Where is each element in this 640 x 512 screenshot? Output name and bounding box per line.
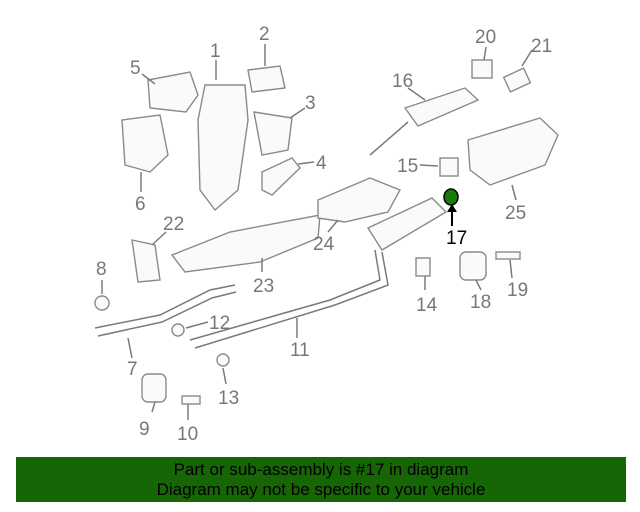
part-info-banner: Part or sub-assembly is #17 in diagram D… xyxy=(16,457,626,502)
label-2[interactable]: 2 xyxy=(259,24,270,45)
label-24[interactable]: 24 xyxy=(313,234,335,255)
part-21 xyxy=(502,67,532,93)
label-19[interactable]: 19 xyxy=(507,280,528,301)
leader-lines xyxy=(101,44,533,420)
label-1[interactable]: 1 xyxy=(210,41,221,62)
banner-line-1: Part or sub-assembly is #17 in diagram xyxy=(173,460,469,479)
label-4[interactable]: 4 xyxy=(316,153,327,174)
part-15 xyxy=(439,157,459,177)
label-7[interactable]: 7 xyxy=(127,359,138,380)
part-shapes xyxy=(94,59,559,405)
part-4 xyxy=(261,157,301,196)
part-24 xyxy=(317,177,401,223)
part-18 xyxy=(459,251,487,281)
label-18[interactable]: 18 xyxy=(470,292,491,313)
label-21[interactable]: 21 xyxy=(531,36,552,57)
part-10 xyxy=(181,395,201,405)
label-14[interactable]: 14 xyxy=(416,295,438,316)
label-6[interactable]: 6 xyxy=(135,194,146,215)
part-labels: 1 2 3 4 5 6 7 8 9 10 11 12 13 14 15 16 1… xyxy=(96,24,552,445)
part-5 xyxy=(147,71,199,113)
label-8[interactable]: 8 xyxy=(96,259,107,280)
part-19 xyxy=(495,251,521,260)
label-3[interactable]: 3 xyxy=(305,93,316,114)
banner-line-2: Diagram may not be specific to your vehi… xyxy=(156,480,486,499)
part-9 xyxy=(141,373,167,403)
part-16 xyxy=(403,87,480,127)
label-9[interactable]: 9 xyxy=(139,419,150,440)
part-22 xyxy=(131,239,161,283)
part-2 xyxy=(247,65,286,93)
label-10[interactable]: 10 xyxy=(177,424,198,445)
label-20[interactable]: 20 xyxy=(475,27,496,48)
label-22[interactable]: 22 xyxy=(163,214,184,235)
label-13[interactable]: 13 xyxy=(218,388,239,409)
part-13 xyxy=(216,353,230,367)
part-resonator xyxy=(366,197,448,251)
label-12[interactable]: 12 xyxy=(209,313,230,334)
part-14 xyxy=(415,257,431,277)
part-23 xyxy=(170,214,321,273)
part-6 xyxy=(121,114,169,173)
label-17[interactable]: 17 xyxy=(446,228,467,249)
label-16[interactable]: 16 xyxy=(392,71,413,92)
part-25 xyxy=(467,117,559,186)
label-25[interactable]: 25 xyxy=(505,203,526,224)
part-20 xyxy=(471,59,493,79)
part-8 xyxy=(94,295,110,311)
label-23[interactable]: 23 xyxy=(253,276,274,297)
label-15[interactable]: 15 xyxy=(397,156,418,177)
label-11[interactable]: 11 xyxy=(290,340,310,361)
part-12 xyxy=(171,323,185,337)
part-3 xyxy=(253,111,293,156)
part-17-highlighted[interactable] xyxy=(443,188,459,206)
part-1 xyxy=(197,84,249,212)
label-5[interactable]: 5 xyxy=(130,58,141,79)
